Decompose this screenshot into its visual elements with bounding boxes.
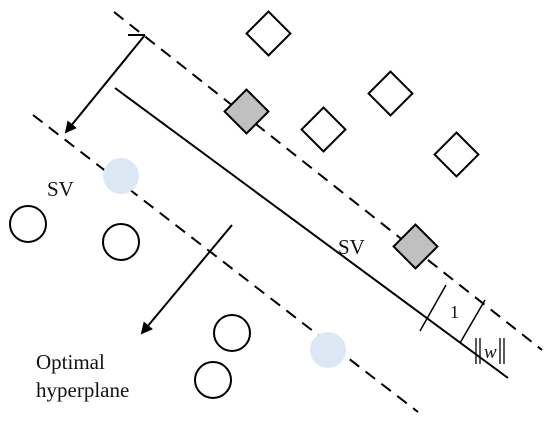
diamond-shape bbox=[245, 10, 292, 57]
support-vector-diamond bbox=[392, 223, 439, 270]
optimal-hyperplane-label-line2: hyperplane bbox=[36, 378, 129, 402]
support-vector-label-right: SV bbox=[338, 235, 365, 259]
margin-tick-left bbox=[419, 284, 447, 332]
lower-margin-line bbox=[32, 114, 419, 413]
support-vector-circle bbox=[103, 158, 139, 194]
diamond-shape bbox=[300, 106, 347, 153]
optimal-hyperplane-label-line1: Optimal bbox=[36, 350, 105, 374]
lower-arrow bbox=[140, 224, 233, 335]
norm-symbol-label: w bbox=[484, 342, 497, 363]
margin-tick-right bbox=[459, 299, 486, 344]
circle-shape bbox=[9, 205, 47, 243]
support-vector-circle bbox=[310, 332, 346, 368]
support-vector-label-left: SV bbox=[47, 177, 74, 201]
circle-shape bbox=[194, 361, 232, 399]
diamond-shape bbox=[367, 70, 414, 117]
upper-margin-line bbox=[113, 11, 543, 351]
upper-arrow bbox=[64, 34, 146, 134]
diamond-shape bbox=[433, 131, 480, 178]
optimal-hyperplane-line bbox=[114, 87, 509, 379]
margin-value-label: 1 bbox=[450, 302, 459, 322]
circle-shape bbox=[102, 223, 140, 261]
circle-shape bbox=[213, 314, 251, 352]
support-vector-diamond bbox=[223, 88, 270, 135]
